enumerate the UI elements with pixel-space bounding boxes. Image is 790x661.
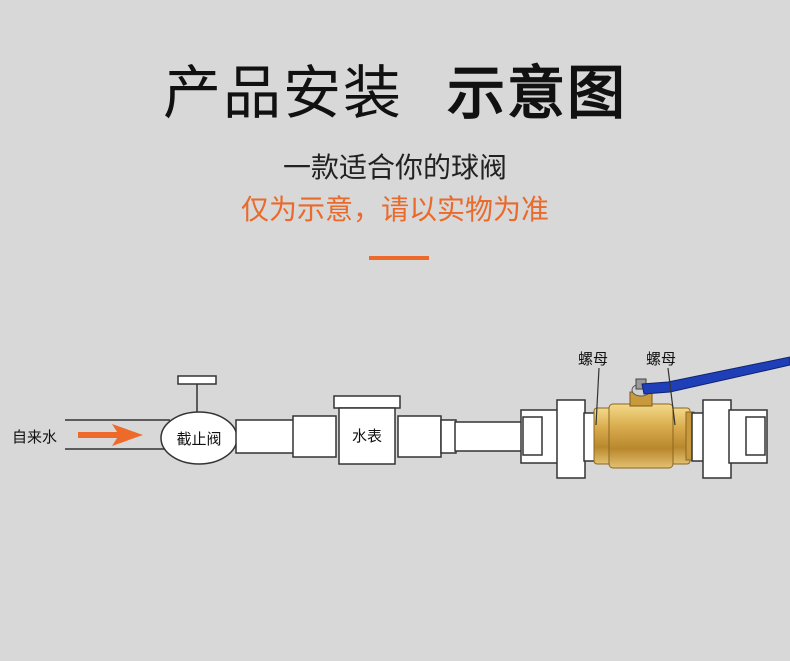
ball-valve-handle bbox=[641, 356, 790, 395]
nut-right-label: 螺母 bbox=[646, 350, 676, 368]
stop-valve-label: 截止阀 bbox=[176, 430, 221, 448]
accent-divider bbox=[369, 256, 429, 260]
inlet-pipe bbox=[65, 419, 170, 450]
disclaimer-note: 仅为示意，请以实物为准 bbox=[240, 193, 549, 226]
nut-left-label: 螺母 bbox=[578, 350, 608, 368]
water-meter bbox=[333, 395, 401, 465]
subtitle: 一款适合你的球阀 bbox=[282, 151, 507, 184]
pipe-section bbox=[235, 415, 337, 458]
ball-valve bbox=[593, 378, 695, 469]
right-nut bbox=[691, 399, 768, 479]
title-part2: 示意图 bbox=[447, 59, 628, 127]
stop-valve bbox=[160, 375, 238, 465]
left-nut bbox=[520, 399, 597, 479]
pipe-section bbox=[397, 415, 524, 458]
page-title: 产品安装示意图 bbox=[0, 58, 790, 128]
title-part1: 产品安装 bbox=[162, 59, 403, 127]
inlet-label: 自来水 bbox=[12, 428, 57, 446]
leader-lines bbox=[595, 367, 676, 426]
water-meter-label: 水表 bbox=[352, 427, 382, 445]
flow-arrow-icon bbox=[78, 424, 143, 446]
